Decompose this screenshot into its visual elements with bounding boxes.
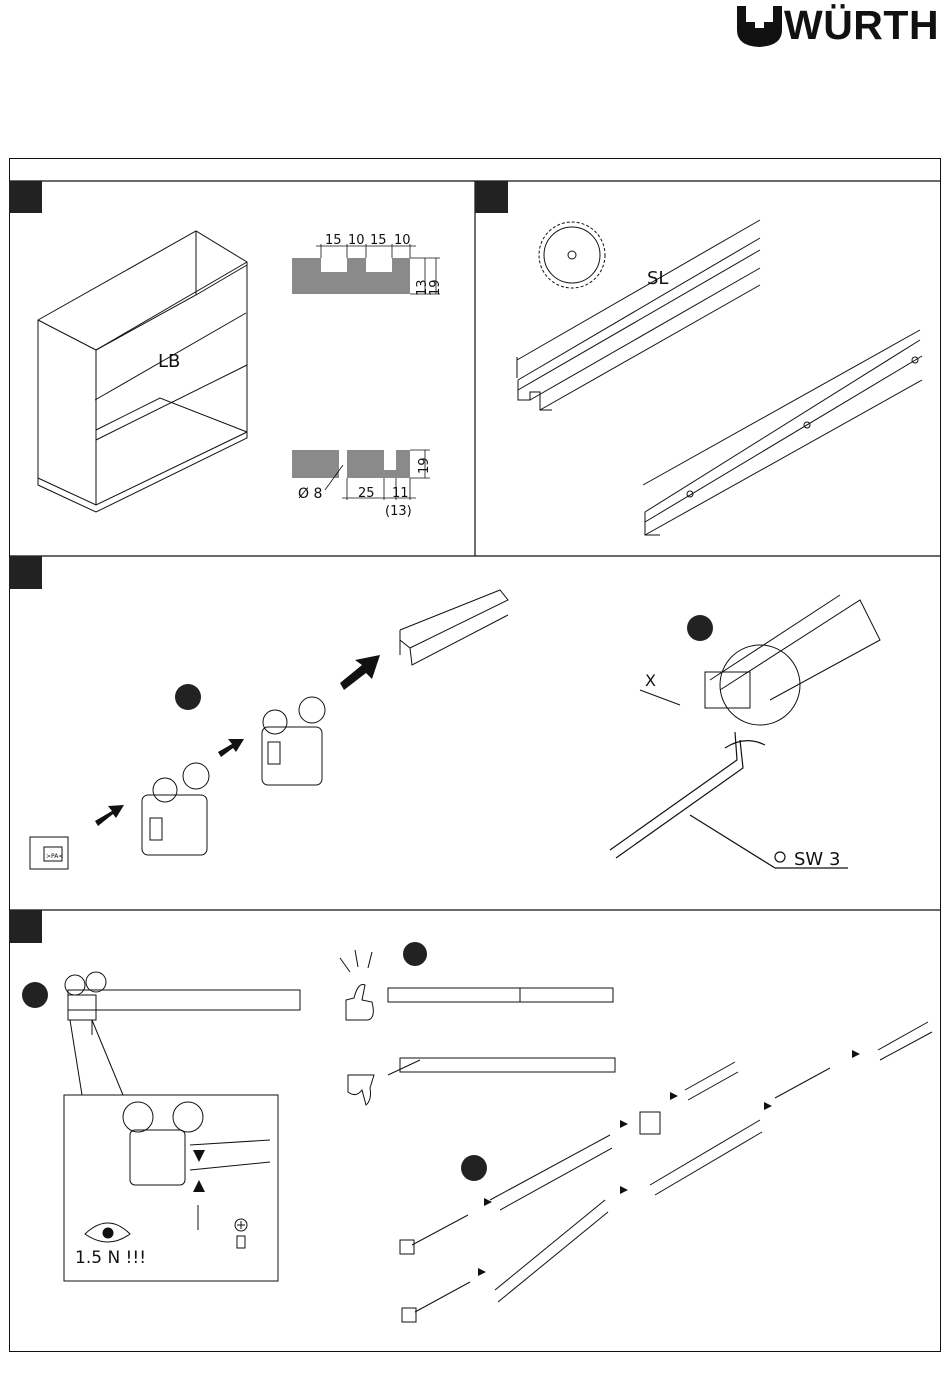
top-dim-0: 15: [325, 233, 342, 248]
substep-dot: [175, 684, 201, 710]
saw-length-label: SL: [647, 268, 668, 289]
cabinet-illustration: [38, 231, 247, 512]
roller-stamp: >PA<: [46, 853, 63, 860]
top-dim-3: 10: [394, 233, 411, 248]
sequence-arrows: [478, 1050, 860, 1276]
lower-rail-profile: [643, 330, 922, 535]
step-marker-3: [9, 556, 42, 589]
gap-x-label: X: [645, 671, 656, 690]
cabinet-width-label: LB: [158, 351, 180, 372]
bottom-dim-1: 25: [358, 486, 375, 501]
top-dim-2: 15: [370, 233, 387, 248]
damper-wrong-orientation: [388, 1058, 615, 1075]
damper-assembly-left: [65, 972, 300, 1035]
detail-callout-box: [64, 1020, 278, 1281]
eye-icon: [85, 1223, 130, 1242]
force-warning-label: 1.5 N !!!: [75, 1248, 146, 1268]
step-markers: [9, 181, 713, 1181]
panel-grid: [9, 181, 941, 910]
track-profile-illustration: [400, 590, 508, 665]
step-marker-4: [9, 910, 42, 943]
roller-carriage-1: [142, 763, 209, 855]
saw-blade-icon: [539, 222, 605, 288]
roller-carriage-2: [262, 697, 325, 785]
hex-key-size-label: SW 3: [794, 849, 840, 870]
substep-dot: [687, 615, 713, 641]
detail-arrows: [193, 1150, 205, 1192]
bottom-dim-2: 11: [392, 486, 409, 501]
bottom-diameter-label: Ø 8: [298, 486, 322, 502]
damper-correct-orientation: [388, 988, 613, 1002]
rail-with-roller-closeup: [640, 595, 880, 725]
hex-key-icon: [610, 732, 848, 868]
bottom-height-dim: 19: [417, 457, 432, 474]
thumbs-up-icon: [340, 950, 373, 1020]
damper-sequence-lower: [400, 1200, 608, 1322]
top-dim-1: 10: [348, 233, 365, 248]
bottom-dim-3: (13): [385, 504, 412, 519]
substep-dot: [22, 982, 48, 1008]
upper-rail-profile: [517, 220, 760, 410]
substep-dot: [403, 942, 427, 966]
substep-dot: [461, 1155, 487, 1181]
direction-arrows: [95, 655, 380, 826]
step-marker-1: [9, 181, 42, 213]
top-side-dim-1: 19: [428, 279, 443, 296]
thumbs-down-icon: [348, 1075, 374, 1105]
damper-sequence-upper: [490, 1022, 932, 1210]
screwdriver-icon: [235, 1219, 247, 1248]
step-marker-2: [475, 181, 508, 213]
